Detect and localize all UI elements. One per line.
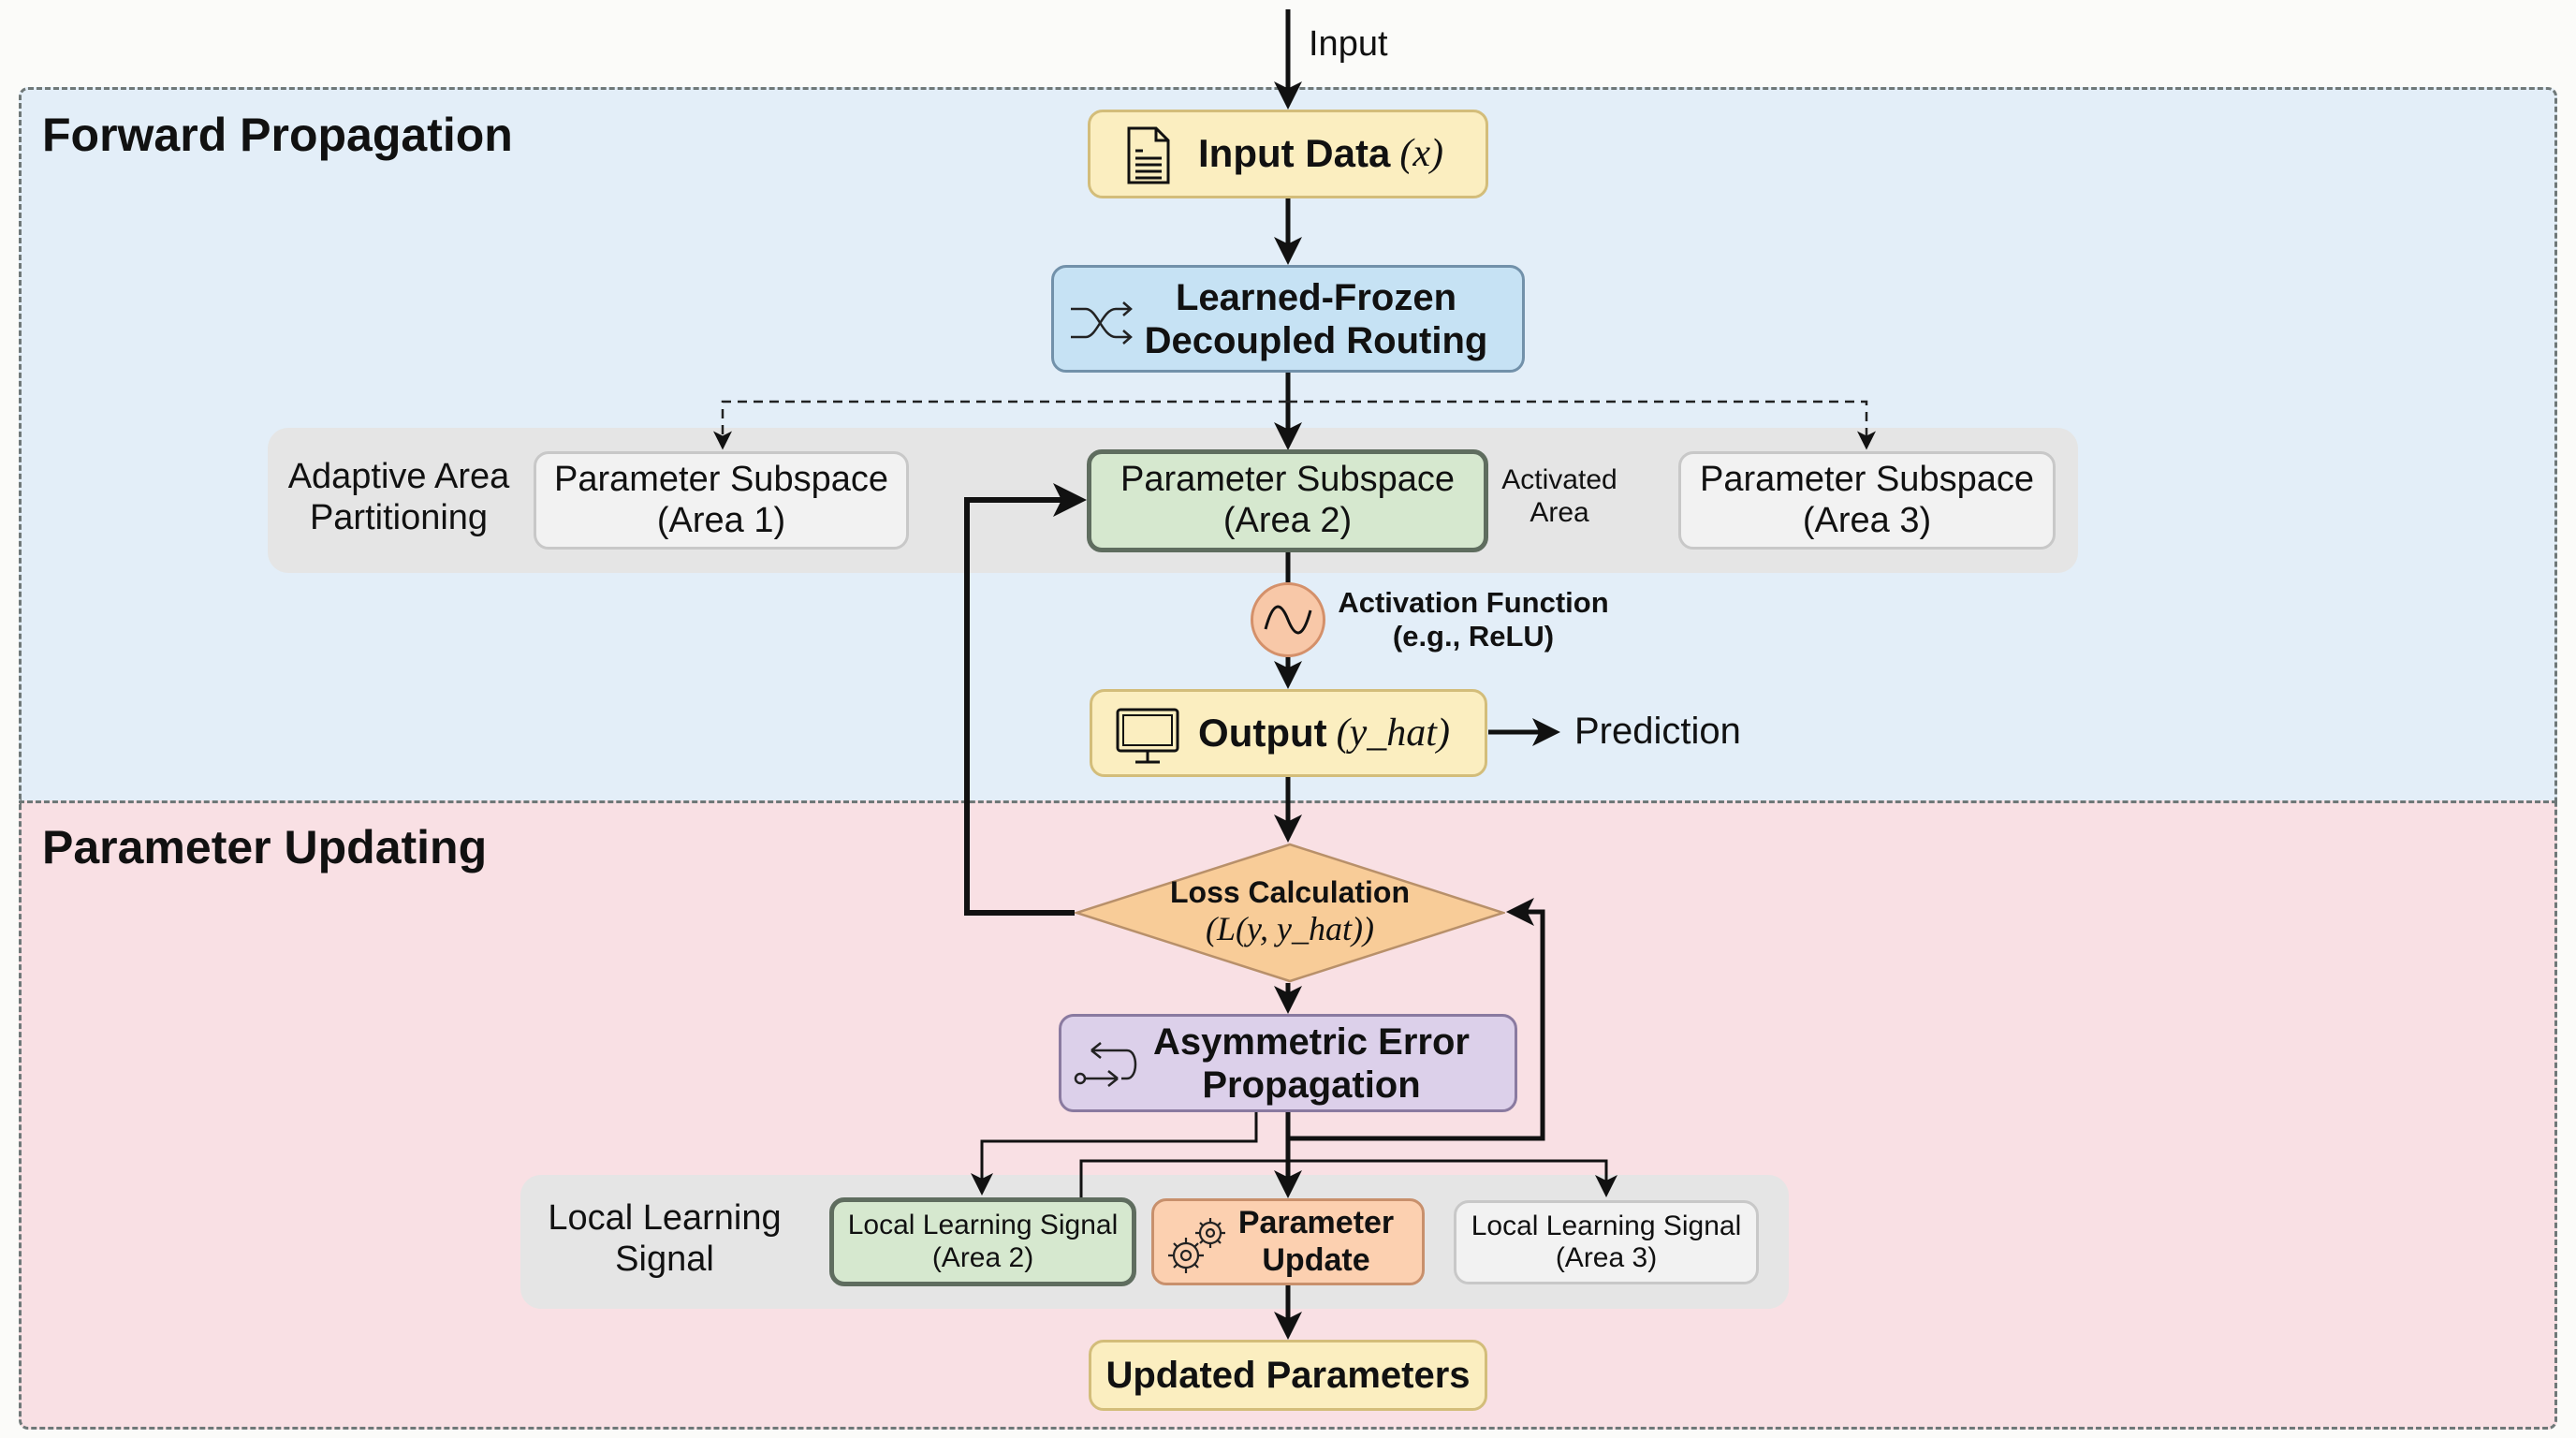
parameter-update-node[interactable]: Parameter Update — [1151, 1198, 1425, 1285]
routing-line1: Learned-Frozen — [1175, 276, 1457, 318]
branch-to-lls-area2 — [971, 1112, 1258, 1196]
gears-icon — [1165, 1214, 1231, 1276]
lls-area3-line2: (Area 3) — [1555, 1242, 1658, 1273]
activation-line1: Activation Function — [1338, 586, 1609, 619]
activation-node[interactable] — [1251, 582, 1325, 657]
loss-line1: Loss Calculation — [1169, 875, 1411, 909]
parameter-update-line1: Parameter — [1237, 1205, 1395, 1241]
loss-math: (L(y, y_hat)) — [1206, 909, 1374, 947]
lls-area3-line1: Local Learning Signal — [1471, 1210, 1742, 1241]
loop-back-to-loss — [1288, 898, 1545, 1141]
loss-label: Loss Calculation (L(y, y_hat)) — [1131, 875, 1449, 948]
output-node[interactable]: Output (y_hat) — [1090, 689, 1487, 777]
lls-area2-line1: Local Learning Signal — [847, 1210, 1119, 1240]
area2-line2: (Area 2) — [1222, 501, 1353, 540]
dashed-arrow-to-area3 — [1288, 400, 1876, 450]
u-turn-arrows-icon — [1073, 1041, 1138, 1093]
input-data-node[interactable]: Input Data (x) — [1088, 110, 1488, 198]
document-icon — [1126, 125, 1171, 185]
updated-parameters-label: Updated Parameters — [1105, 1355, 1471, 1396]
input-label: Input — [1309, 24, 1388, 64]
routing-node[interactable]: Learned-Frozen Decoupled Routing — [1051, 265, 1525, 373]
area3-node[interactable]: Parameter Subspace (Area 3) — [1678, 451, 2056, 550]
lls-area2-line2: (Area 2) — [931, 1241, 1034, 1273]
sine-wave-icon — [1264, 605, 1312, 635]
area2-node[interactable]: Parameter Subspace (Area 2) — [1087, 449, 1488, 552]
adaptive-partitioning-line2: Partitioning — [309, 497, 489, 537]
forward-propagation-title: Forward Propagation — [42, 109, 513, 161]
feedback-loss-to-area2 — [964, 483, 1087, 916]
area3-line2: (Area 3) — [1802, 500, 1932, 540]
loss-diamond[interactable] — [1075, 843, 1505, 983]
updated-parameters-node[interactable]: Updated Parameters — [1089, 1340, 1487, 1411]
output-math: (y_hat) — [1336, 711, 1450, 755]
area1-node[interactable]: Parameter Subspace (Area 1) — [534, 451, 909, 550]
activated-area-line1: Activated — [1501, 464, 1617, 495]
area2-line1: Parameter Subspace — [1120, 460, 1455, 500]
area1-line2: (Area 1) — [656, 500, 786, 540]
branch-to-lls-area3 — [1079, 1159, 1617, 1197]
area1-line1: Parameter Subspace — [554, 459, 888, 499]
activation-label: Activation Function (e.g., ReLU) — [1333, 586, 1614, 653]
adaptive-partitioning-label: Adaptive Area Partitioning — [277, 457, 520, 538]
input-data-math: (x) — [1399, 132, 1443, 176]
shuffle-icon — [1069, 300, 1136, 346]
parameter-updating-title: Parameter Updating — [42, 821, 488, 873]
lls-area2-node[interactable]: Local Learning Signal (Area 2) — [829, 1197, 1136, 1286]
area3-line1: Parameter Subspace — [1700, 459, 2034, 499]
local-learning-line1: Local Learning — [548, 1198, 782, 1238]
parameter-update-line2: Update — [1262, 1241, 1370, 1278]
routing-line2: Decoupled Routing — [1144, 319, 1488, 361]
lls-area3-node[interactable]: Local Learning Signal (Area 3) — [1454, 1200, 1759, 1284]
input-data-label: Input Data — [1198, 131, 1391, 176]
local-learning-label: Local Learning Signal — [534, 1198, 796, 1280]
activation-line2: (e.g., ReLU) — [1392, 619, 1555, 653]
adaptive-partitioning-line1: Adaptive Area — [287, 457, 510, 496]
asymmetric-line2: Propagation — [1202, 1064, 1421, 1106]
output-label: Output — [1198, 710, 1327, 755]
activated-area-line2: Area — [1530, 496, 1589, 528]
prediction-label: Prediction — [1574, 711, 1741, 752]
activated-area-label: Activated Area — [1498, 464, 1621, 529]
monitor-icon — [1115, 707, 1180, 767]
asymmetric-error-node[interactable]: Asymmetric Error Propagation — [1059, 1014, 1517, 1112]
asymmetric-line1: Asymmetric Error — [1153, 1020, 1470, 1063]
dashed-arrow-to-area1 — [713, 400, 1288, 450]
local-learning-line2: Signal — [615, 1239, 714, 1279]
